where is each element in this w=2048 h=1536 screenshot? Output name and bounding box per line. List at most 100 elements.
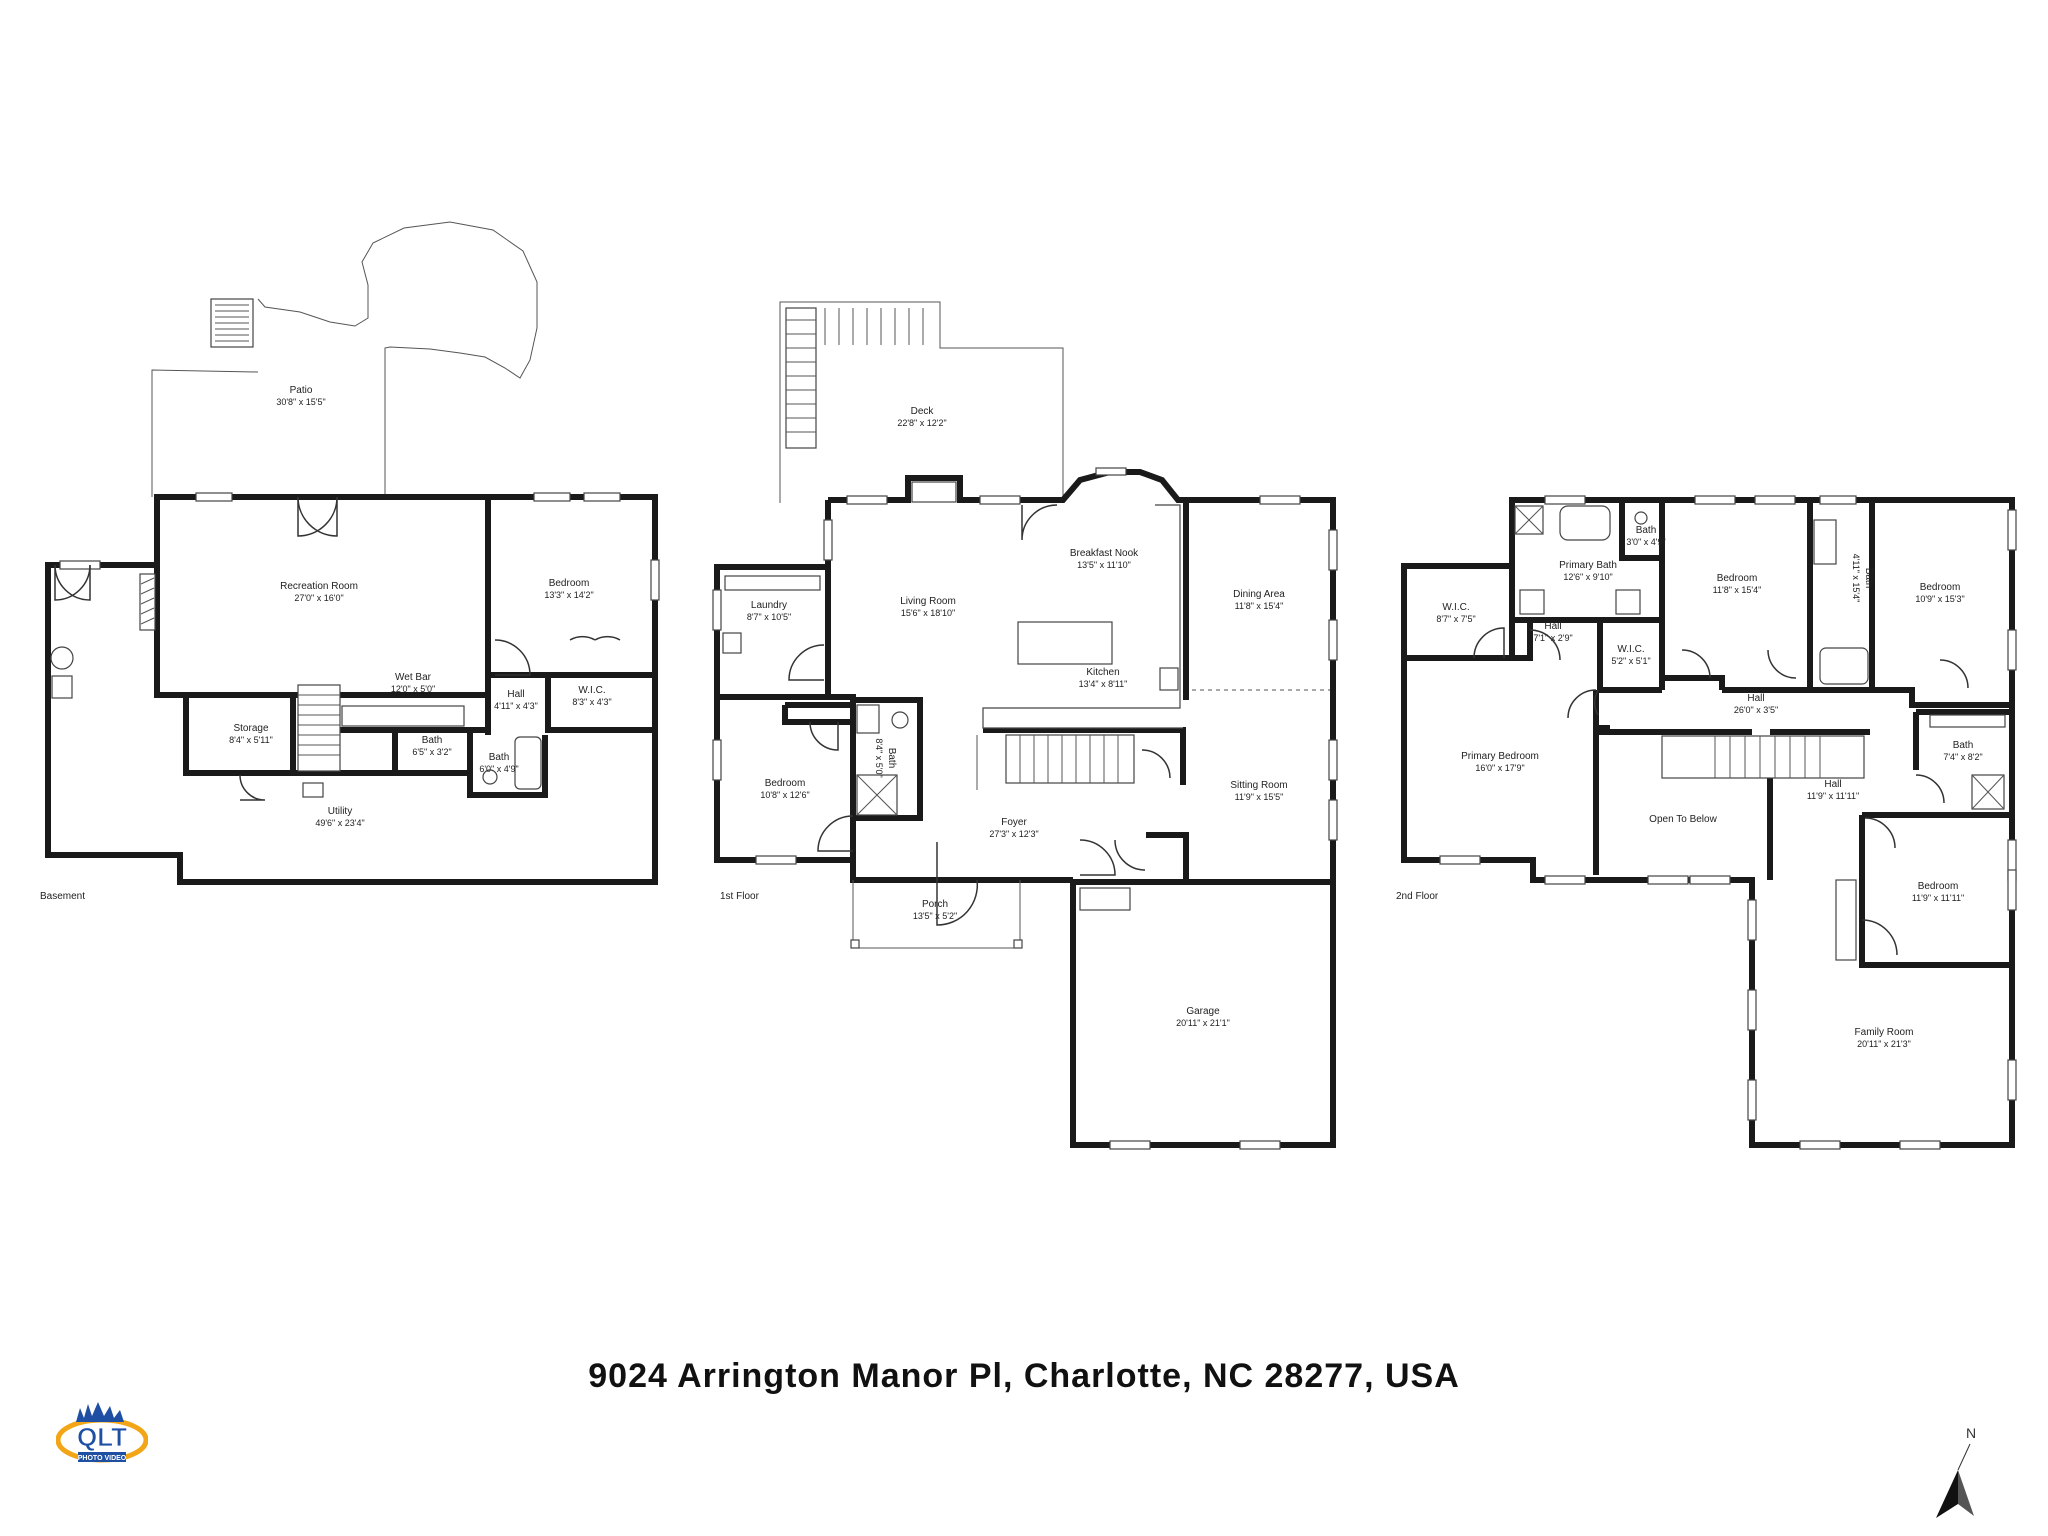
upper-stairs [1661, 735, 1865, 779]
range [1159, 667, 1179, 691]
bay-window [1095, 467, 1127, 476]
room-dims-foyer: 27'3" x 12'3" [989, 829, 1038, 839]
vanity-sink [1519, 589, 1545, 615]
window [1544, 875, 1586, 885]
room-dims-bath-v: 4'11" x 15'4" [1851, 554, 1861, 603]
room-name-primary-bath: Primary Bath [1559, 560, 1617, 571]
deck-stairs [785, 307, 817, 449]
room-name-bath-v: Bath [1863, 568, 1874, 589]
room-dims-recreation: 27'0" x 16'0" [294, 593, 343, 603]
porch-outline [852, 880, 1021, 949]
window [979, 495, 1021, 505]
window [195, 492, 233, 502]
bath3-counter [1929, 714, 2006, 728]
window [1544, 495, 1586, 505]
room-dims-bath3: 7'4" x 8'2" [1943, 752, 1982, 762]
closet-door [1114, 839, 1146, 871]
window [712, 589, 722, 631]
rec-room-wall [154, 497, 488, 698]
room-name-bedroom: Bedroom [549, 578, 590, 589]
water-heater [50, 646, 74, 670]
room-name-living: Living Room [900, 596, 956, 607]
room-dims-bath2: 6'0" x 4'9" [479, 764, 518, 774]
room-dims-kitchen: 13'4" x 8'11" [1079, 679, 1128, 689]
door-swing [1681, 649, 1711, 679]
fireplace [911, 481, 957, 503]
stair-wall [983, 727, 1186, 785]
room-dims-living: 15'6" x 18'10" [901, 608, 955, 618]
door-swing [54, 564, 91, 601]
basement-stairs [297, 684, 341, 772]
fireplace [139, 573, 156, 631]
room-dims-patio: 30'8" x 15'5" [276, 397, 325, 407]
room-dims-bedroom2: 10'9" x 15'3" [1915, 594, 1964, 604]
second-floor-outer-wall [1401, 497, 2015, 1148]
wet-bar-counter [341, 705, 465, 727]
window [1747, 989, 1757, 1031]
room-dims-garage: 20'11" x 21'1" [1176, 1018, 1230, 1028]
room-dims-wic2: 5'2" x 5'1" [1611, 656, 1650, 666]
second-floor-plan [1401, 495, 2017, 1150]
room-name-sitting: Sitting Room [1230, 780, 1287, 791]
room-dims-dining: 11'8" x 15'4" [1235, 601, 1284, 611]
window [650, 559, 660, 601]
window [1754, 495, 1796, 505]
closet-wall [782, 702, 853, 725]
room-name-wic1: W.I.C. [1442, 602, 1469, 613]
room-dims-bath1: 6'5" x 3'2" [412, 747, 451, 757]
room-name-laundry: Laundry [751, 600, 787, 611]
compass-arrow-dark [1936, 1470, 1958, 1518]
logo-banner [78, 1452, 126, 1462]
logo-text: QLT [77, 1422, 127, 1452]
window [1819, 495, 1857, 505]
window [2007, 1059, 2017, 1101]
room-dims-bedroom: 10'8" x 12'6" [760, 790, 809, 800]
room-dims-nook: 13'5" x 11'10" [1077, 560, 1131, 570]
patio-stair-treads [215, 304, 249, 342]
double-vanity [1813, 519, 1837, 565]
room-dims-hall: 4'11" x 4'3" [494, 701, 538, 711]
patio-outline [151, 221, 538, 497]
door-swing [788, 644, 825, 681]
room-dims-sitting: 11'9" x 15'5" [1235, 792, 1284, 802]
toilet [1634, 511, 1648, 525]
door-swing [1473, 627, 1505, 659]
bedroom3-walls [1859, 815, 2012, 968]
door-swing [1141, 749, 1171, 779]
room-name-wetbar: Wet Bar [395, 672, 432, 683]
sink [302, 782, 324, 798]
room-name-garage: Garage [1186, 1006, 1220, 1017]
room-dims-primary-bath: 12'6" x 9'10" [1563, 572, 1612, 582]
upper-stair-treads [1714, 736, 1821, 778]
foyer-closet-wall [1146, 832, 1189, 880]
window [1259, 495, 1301, 505]
room-dims-hall-long: 26'0" x 3'5" [1734, 705, 1778, 715]
window [846, 495, 888, 505]
room-dims-utility: 49'6" x 23'4" [315, 818, 364, 828]
window [533, 492, 571, 502]
company-logo: QLT PHOTO VIDEO [56, 1402, 148, 1463]
north-arrow-icon: N [1936, 1425, 1976, 1518]
main-stair-treads [1019, 735, 1119, 783]
window [59, 560, 101, 570]
door-swing [1567, 689, 1597, 719]
room-dims-bath: 8'4" x 5'0" [874, 738, 884, 777]
room-name-bedroom1: Bedroom [1717, 573, 1758, 584]
basement-outer-wall [45, 494, 658, 885]
bathtub [1559, 505, 1611, 541]
basement-plan [45, 221, 660, 885]
utility-unit [51, 675, 73, 699]
window [1328, 739, 1338, 781]
room-dims-deck: 22'8" x 12'2" [897, 418, 946, 428]
window [1328, 619, 1338, 661]
compass-needle-line [1957, 1443, 1971, 1471]
room-name-patio: Patio [290, 385, 313, 396]
compass-arrow-light [1958, 1470, 1974, 1516]
front-door [936, 842, 979, 926]
room-name-bedroom2: Bedroom [1920, 582, 1961, 593]
room-name-nook: Breakfast Nook [1070, 548, 1139, 559]
deck-stair-treads [786, 308, 924, 433]
room-name-wic: W.I.C. [578, 685, 605, 696]
window [823, 519, 833, 561]
room-dims-bath-small: 3'0" x 4'9" [1626, 537, 1665, 547]
